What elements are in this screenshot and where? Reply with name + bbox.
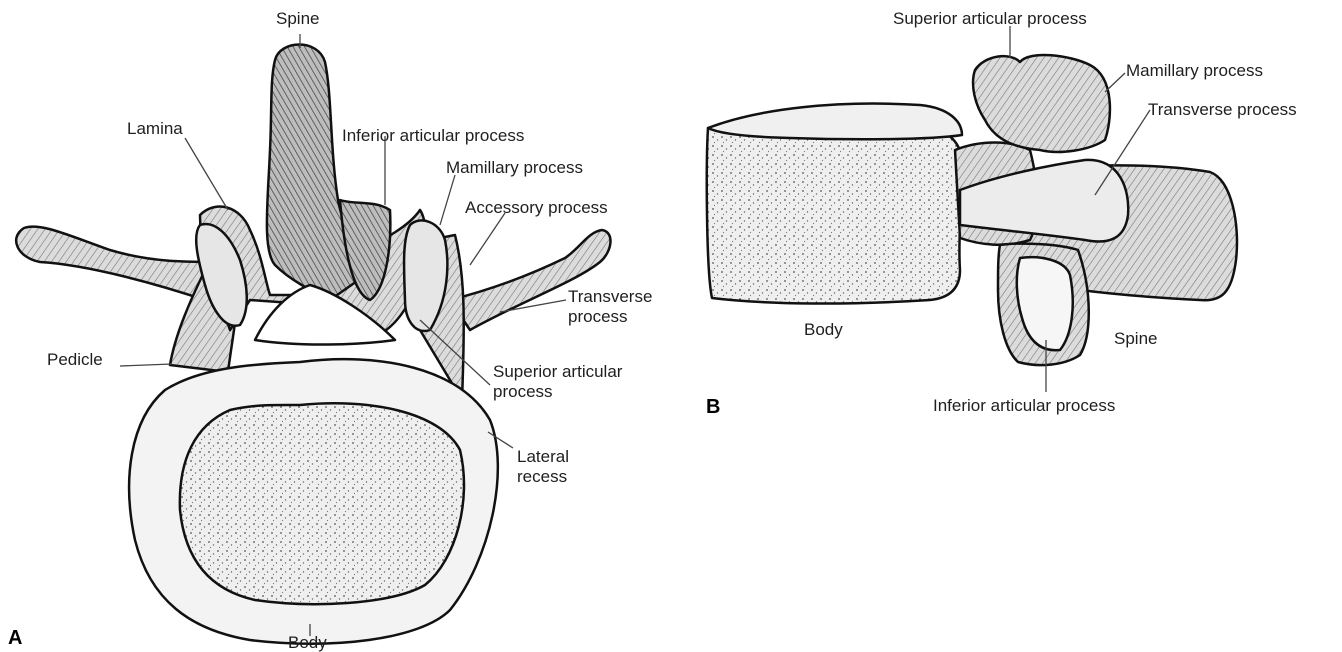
label-spine-a: Spine (276, 9, 319, 28)
label-inferior-articular-a: Inferior articular process (342, 126, 524, 145)
label-superior-articular-b: Superior articular process (893, 9, 1087, 28)
label-transverse-b: Transverse process (1148, 100, 1297, 119)
label-lateral-recess-a-line1: Lateral (517, 447, 569, 466)
panel-letter-b: B (706, 396, 720, 419)
label-superior-articular-a-line2: process (493, 382, 553, 401)
label-superior-articular-a-line1: Superior articular (493, 362, 622, 381)
vertebral-body-cancellous-shape (180, 403, 464, 604)
lateral-body-shape (707, 121, 962, 304)
left-transverse-process-shape (16, 227, 215, 300)
label-body-b: Body (804, 320, 843, 339)
label-mamillary-b: Mamillary process (1126, 61, 1263, 80)
panel-letter-a: A (8, 627, 22, 650)
label-accessory-a: Accessory process (465, 198, 608, 217)
label-transverse-a-line2: process (568, 307, 628, 326)
label-spine-b: Spine (1114, 329, 1157, 348)
lateral-superior-articular-shape (973, 55, 1110, 152)
label-body-a: Body (288, 633, 327, 652)
label-lamina-a: Lamina (127, 119, 183, 138)
label-transverse-a-line1: Transverse (568, 287, 652, 306)
label-pedicle-a: Pedicle (47, 350, 103, 369)
label-mamillary-a: Mamillary process (446, 158, 583, 177)
lateral-endplate-rim-shape (708, 104, 962, 140)
label-lateral-recess-a-line2: recess (517, 467, 567, 486)
label-inferior-articular-b: Inferior articular process (933, 396, 1115, 415)
